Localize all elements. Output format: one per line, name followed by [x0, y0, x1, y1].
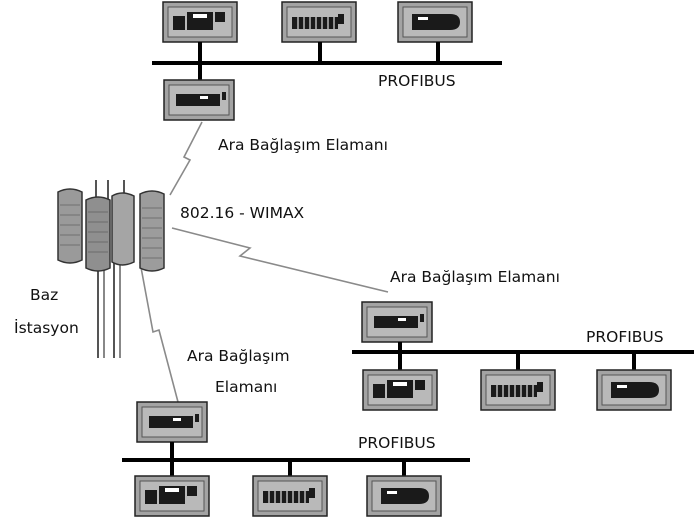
bottom-gateway-label-line1: Ara Bağlaşım	[187, 347, 290, 365]
base-station-label-line1: Baz	[30, 286, 58, 304]
base-station-label-line2: İstasyon	[14, 318, 79, 337]
bottom-plc-icon	[134, 475, 210, 517]
radio-links	[139, 121, 389, 403]
bottom-drive-icon	[366, 475, 442, 517]
right-gateway-label: Ara Bağlaşım Elamanı	[390, 268, 560, 286]
bottom-bus-label: PROFIBUS	[358, 434, 436, 452]
right-bus-label: PROFIBUS	[586, 328, 664, 346]
radio-link-right	[171, 227, 389, 293]
top-io-module-icon	[281, 1, 357, 43]
bottom-gateway-icon	[136, 401, 208, 443]
wireless-link-label: 802.16 - WIMAX	[180, 204, 305, 222]
right-network: Ara Bağlaşım Elamanı PROFIBUS	[352, 268, 694, 411]
bottom-network: Ara Bağlaşım Elamanı PROFIBUS	[122, 347, 470, 517]
bottom-io-module-icon	[252, 475, 328, 517]
right-drive-icon	[596, 369, 672, 411]
top-plc-icon	[162, 1, 238, 43]
radio-link-top	[169, 121, 203, 196]
top-gateway-icon	[163, 79, 235, 121]
bottom-gateway-label-line2: Elamanı	[215, 378, 277, 396]
base-station-icon	[57, 180, 165, 358]
right-plc-icon	[362, 369, 438, 411]
radio-link-bottom	[139, 261, 179, 403]
right-gateway-icon	[361, 301, 433, 343]
right-io-module-icon	[480, 369, 556, 411]
top-gateway-label: Ara Bağlaşım Elamanı	[218, 136, 388, 154]
top-drive-icon	[397, 1, 473, 43]
top-network: PROFIBUS Ara Bağlaşım Elamanı	[152, 1, 502, 154]
top-bus-label: PROFIBUS	[378, 72, 456, 90]
